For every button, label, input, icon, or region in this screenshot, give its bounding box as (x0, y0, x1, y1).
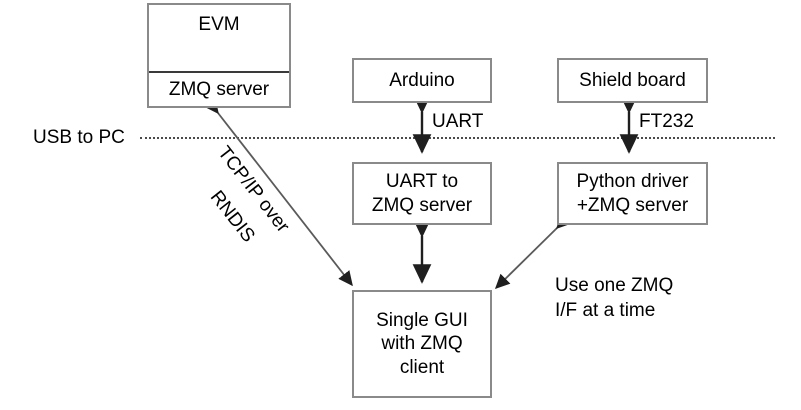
note-use-one-zmq-line2: I/F at a time (555, 300, 656, 321)
box-evm[interactable]: EVM ZMQ server (147, 3, 291, 108)
box-evm-label: EVM (198, 14, 240, 35)
box-shield-board-label: Shield board (579, 69, 686, 91)
box-arduino[interactable]: Arduino (352, 58, 492, 103)
box-evm-zmq-server[interactable]: ZMQ server (149, 71, 289, 106)
note-use-one-zmq-line1: Use one ZMQ (555, 275, 674, 296)
box-python-driver-label-line2: +ZMQ server (576, 194, 689, 216)
box-uart-to-zmq-server-label-line1: UART to (385, 170, 459, 192)
box-python-driver-zmq-server[interactable]: Python driver +ZMQ server (557, 162, 708, 225)
box-single-gui-zmq-client[interactable]: Single GUI with ZMQ client (352, 290, 492, 398)
box-single-gui-label-line2: with ZMQ (381, 333, 463, 355)
box-single-gui-label-line3: client (399, 356, 445, 378)
box-single-gui-label-line1: Single GUI (376, 309, 468, 331)
usb-to-pc-divider-line (140, 137, 775, 139)
box-arduino-label: Arduino (389, 69, 455, 91)
arrow-python-gui (494, 213, 572, 290)
label-uart: UART (432, 111, 484, 132)
box-shield-board[interactable]: Shield board (557, 58, 708, 103)
label-ft232: FT232 (639, 111, 694, 132)
box-python-driver-label-line1: Python driver (576, 170, 689, 192)
label-usb-to-pc: USB to PC (33, 127, 125, 148)
box-uart-to-zmq-server[interactable]: UART to ZMQ server (352, 162, 492, 225)
box-uart-to-zmq-server-label-line2: ZMQ server (371, 194, 473, 216)
box-evm-zmq-server-label: ZMQ server (168, 78, 270, 100)
arrow-evm-gui-tcpip (204, 98, 353, 287)
